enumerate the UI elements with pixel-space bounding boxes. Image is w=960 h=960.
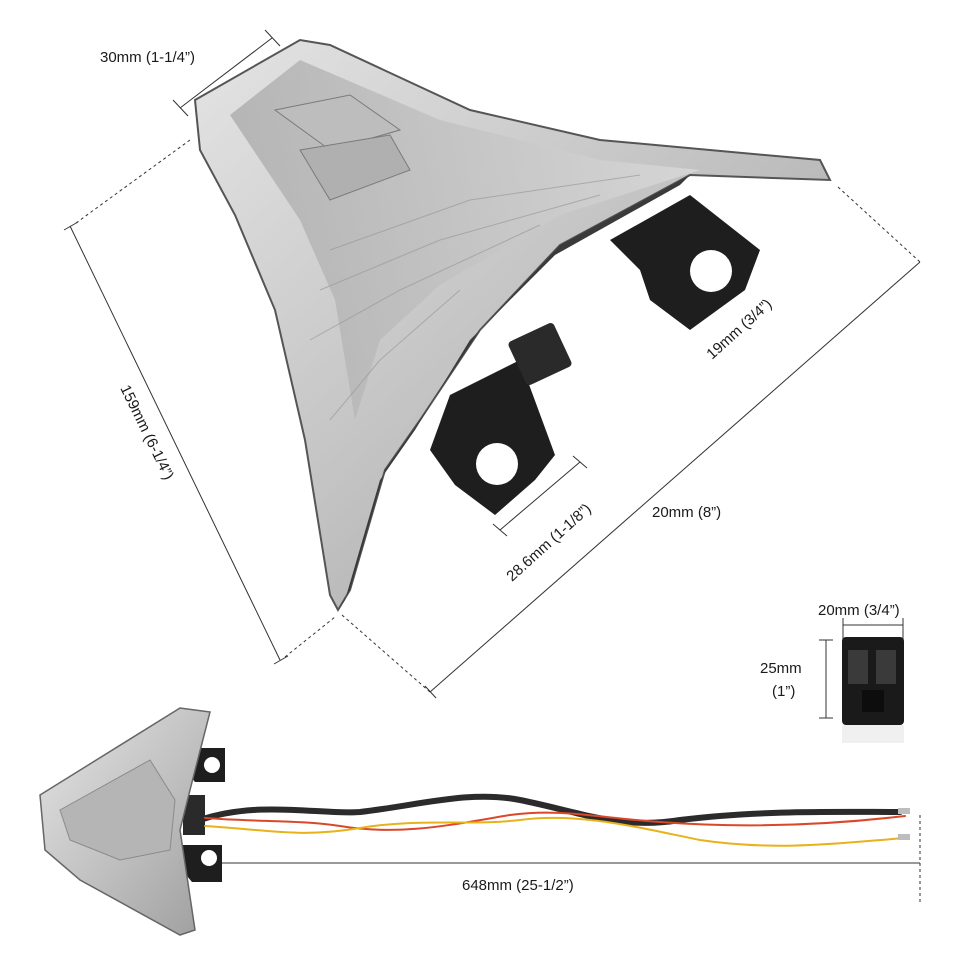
label-top-width: 30mm (1-1/4”) <box>100 49 195 66</box>
tail-light-small <box>39 707 225 936</box>
label-connector-height-mm: 25mm <box>760 660 802 677</box>
label-overall-length: 20mm (8”) <box>652 504 721 521</box>
label-connector-height-in: (1”) <box>772 683 795 700</box>
label-overall-height: 159mm (6-1/4”) <box>116 382 177 482</box>
lens-ridges <box>309 174 641 421</box>
wiring-harness <box>197 793 910 847</box>
small-bracket-bottom <box>182 845 222 882</box>
wire-black <box>197 793 903 826</box>
rear-bracket-right <box>610 195 760 330</box>
wire-yellow <box>204 816 906 847</box>
wire-connector <box>842 637 904 743</box>
tail-light-main <box>193 38 832 613</box>
dimension-lines <box>63 29 921 905</box>
label-hole-spacing: 28.6mm (1-1/8”) <box>503 500 594 585</box>
rear-bracket-left <box>430 360 555 515</box>
bracket-hole-right <box>690 250 732 292</box>
led-bar-lower <box>299 134 411 201</box>
label-wire-length: 648mm (25-1/2”) <box>462 877 574 894</box>
wire-red <box>204 811 906 831</box>
led-bar-upper <box>273 94 402 151</box>
connector-housing-small <box>508 322 572 386</box>
label-connector-width: 20mm (3/4”) <box>818 602 900 619</box>
bracket-hole-left <box>476 443 518 485</box>
